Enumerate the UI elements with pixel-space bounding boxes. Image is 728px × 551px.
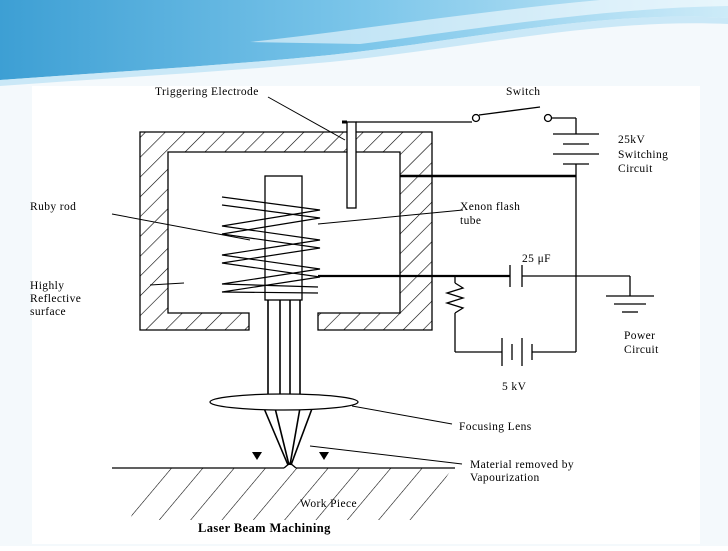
- label-switch: Switch: [506, 86, 540, 98]
- laser-beam: [262, 300, 314, 466]
- xenon-flash-tube-coil: [221, 196, 321, 294]
- label-reflective-3: surface: [30, 306, 66, 318]
- label-material-removed-2: Vapourization: [470, 472, 540, 484]
- label-voltage: 5 kV: [502, 381, 527, 393]
- label-reflective-1: Highly: [30, 280, 64, 292]
- label-reflective-2: Reflective: [30, 293, 81, 305]
- label-switching-circuit-3: Circuit: [618, 163, 653, 175]
- label-capacitor: 25 μF: [522, 253, 551, 265]
- triggering-electrode: [342, 120, 357, 209]
- label-material-removed-1: Material removed by: [470, 459, 574, 471]
- header-banner: [0, 0, 728, 86]
- circuit-wiring: [318, 106, 654, 366]
- label-xenon-flash-tube-2: tube: [460, 215, 481, 227]
- label-work-piece: Work Piece: [300, 498, 357, 510]
- ruby-rod: [264, 175, 303, 301]
- leader-lines: [111, 96, 464, 465]
- label-power-circuit-2: Circuit: [624, 344, 659, 356]
- focusing-lens: [209, 393, 359, 411]
- reflective-chamber: [139, 131, 433, 331]
- label-xenon-flash-tube-1: Xenon flash: [460, 201, 520, 213]
- label-power-circuit-1: Power: [624, 330, 655, 342]
- label-switching-circuit-1: 25kV: [618, 134, 645, 146]
- label-switching-circuit-2: Switching: [618, 149, 668, 161]
- label-focusing-lens: Focusing Lens: [459, 421, 532, 433]
- diagram-title: Laser Beam Machining: [198, 521, 331, 535]
- label-ruby-rod: Ruby rod: [30, 201, 76, 213]
- label-triggering-electrode: Triggering Electrode: [155, 86, 259, 98]
- work-piece: [112, 452, 455, 520]
